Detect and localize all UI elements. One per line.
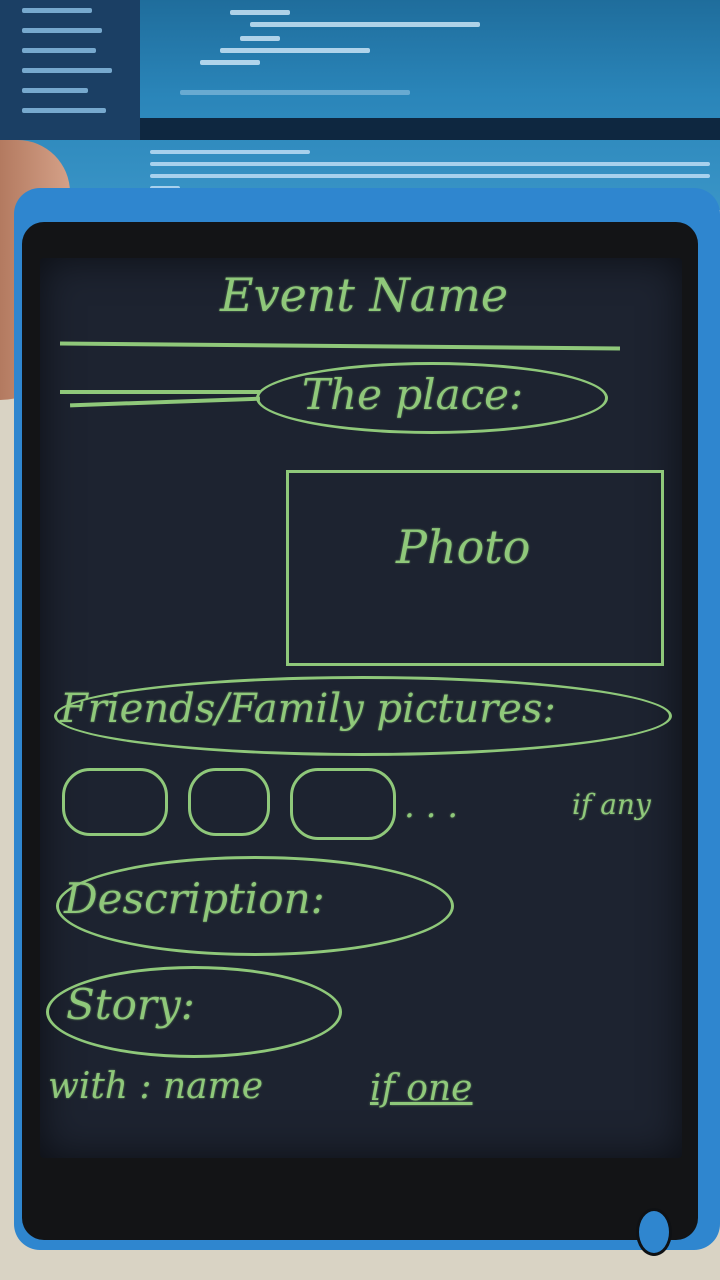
erase-button[interactable] <box>636 1208 672 1256</box>
console-line <box>150 174 710 178</box>
photo-label: Photo <box>396 520 531 574</box>
file-entry <box>22 68 112 73</box>
background-monitor <box>0 0 720 210</box>
description-label: Description: <box>64 874 325 923</box>
console-line <box>150 150 310 154</box>
code-line <box>250 22 480 27</box>
tablet-screen: Event Name The place: Photo Friends/Fami… <box>40 258 682 1158</box>
file-entry <box>22 28 102 33</box>
picture-thumbnail <box>290 768 396 840</box>
code-line <box>200 60 260 65</box>
more-pictures-dots: . . . <box>404 786 459 826</box>
place-label: The place: <box>302 370 524 419</box>
pictures-if-any-note: if any <box>572 788 651 821</box>
console-toolbar <box>140 118 720 140</box>
picture-thumbnail <box>62 768 168 836</box>
with-name-label: with : name <box>48 1066 264 1107</box>
event-name-title: Event Name <box>220 268 509 322</box>
code-line <box>240 36 280 41</box>
console-line <box>150 162 710 166</box>
photo-placeholder <box>286 470 664 666</box>
scribble-line <box>60 390 260 394</box>
story-label: Story: <box>66 980 195 1029</box>
file-entry <box>22 48 96 53</box>
pictures-label: Friends/Family pictures: <box>60 686 556 732</box>
code-line <box>230 10 290 15</box>
file-entry <box>22 108 106 113</box>
code-editor-sidebar <box>0 0 140 140</box>
story-oval <box>46 966 342 1058</box>
picture-thumbnail <box>188 768 270 836</box>
with-if-one-note: if one <box>370 1068 473 1109</box>
description-oval <box>56 856 454 956</box>
code-line <box>180 90 410 95</box>
code-line <box>220 48 370 53</box>
pictures-oval <box>54 676 672 756</box>
place-oval <box>256 362 608 434</box>
file-entry <box>22 88 88 93</box>
scribble-line <box>69 396 261 408</box>
file-entry <box>22 8 92 13</box>
scribble-line <box>59 341 621 351</box>
